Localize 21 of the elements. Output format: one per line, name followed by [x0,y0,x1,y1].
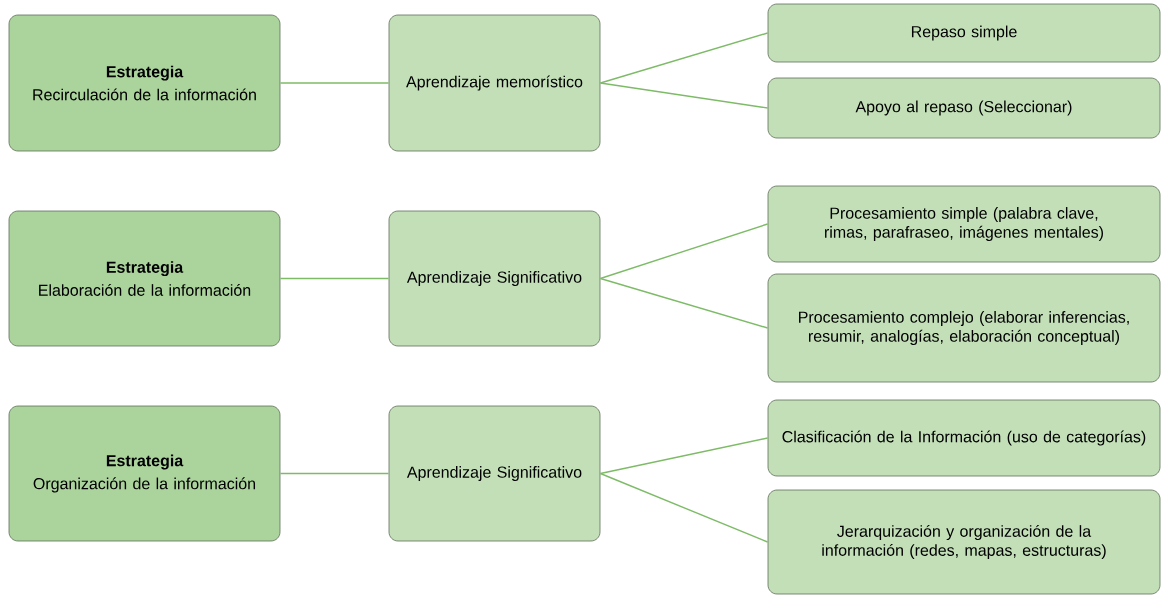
technique-box: Procesamiento complejo (elaborar inferencias, resumir, analogías, elaboración conceptual) [767,273,1161,383]
connector-line [599,223,769,280]
connector-line [599,437,769,475]
technique-box: Apoyo al repaso (Seleccionar) [767,77,1161,139]
learning-box: Aprendizaje memorístico [388,14,601,152]
technique-box: Repaso simple [767,3,1161,63]
strategy-box: Estrategia Organización de la información [8,405,281,542]
connector-line [279,277,390,280]
connector-line [599,472,769,543]
connector-line [599,32,769,84]
connector-line [599,82,769,109]
connector-line [599,277,769,329]
technique-box: Procesamiento simple (palabra clave, rimas, parafraseo, imágenes mentales) [767,185,1161,263]
strategy-box: Estrategia Elaboración de la información [8,210,281,347]
technique-box: Clasificación de la Información (uso de categorías) [767,399,1161,477]
technique-box: Jerarquización y organización de la información (redes, mapas, estructuras) [767,489,1161,595]
connector-line [279,82,390,84]
learning-box: Aprendizaje Significativo [388,210,601,347]
strategy-box: Estrategia Recirculación de la información [8,14,281,152]
connector-line [279,472,390,475]
learning-box: Aprendizaje Significativo [388,405,601,542]
